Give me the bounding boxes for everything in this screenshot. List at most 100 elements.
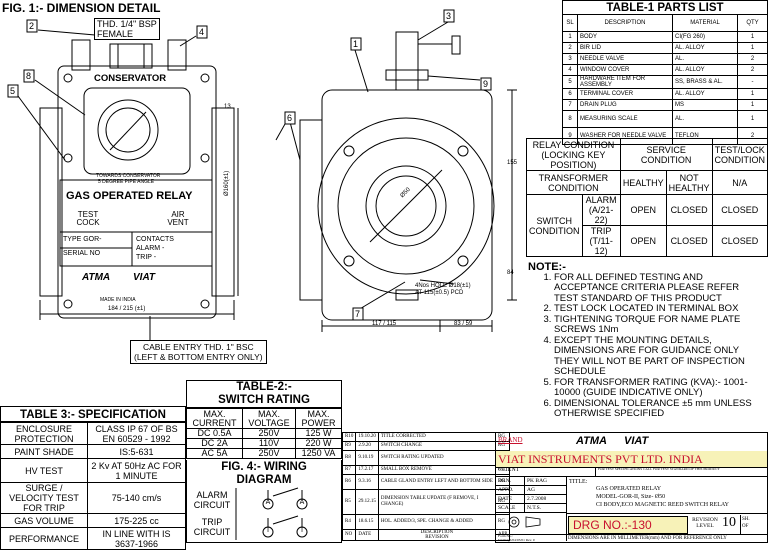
trip-circuit-label: TRIP CIRCUIT: [193, 517, 231, 537]
switch-rating-title-1: TABLE-2:-: [236, 381, 292, 393]
cell: TITLE CORRECTED: [377, 432, 496, 442]
appd-value: AG: [527, 487, 535, 493]
dim-155: 155: [507, 160, 518, 166]
holes-note-1: 4Nos HOLE Ø18(±1): [415, 283, 471, 289]
fig1-title: FIG. 1:- DIMENSION DETAIL: [2, 1, 161, 15]
company-name: VIAT INSTRUMENTS PVT LTD. INDIA: [498, 452, 703, 466]
cell: BODY: [577, 31, 673, 43]
cell: 220 W: [295, 438, 342, 449]
side-left-flange: [299, 119, 323, 301]
revision-level-value: 10: [722, 515, 736, 530]
relay-condition-header: RELAY CONDITION (LOCKING KEY POSITION): [526, 138, 621, 171]
cell: CI(FG 260): [672, 31, 738, 43]
dimensions-note: DIMENSIONS ARE IN MILLIMETER(mm) AND FOR…: [568, 536, 727, 541]
brand-label: BRAND: [498, 436, 523, 444]
air-vent-label: AIR VENT: [167, 210, 189, 227]
cell: 9.10.19: [355, 450, 379, 466]
cell: HV TEST: [0, 458, 88, 483]
switch-rating-table: MAX. CURRENT MAX. VOLTAGE MAX. POWER DC …: [186, 408, 342, 459]
sheet-of-label: OF: [742, 524, 749, 529]
cell: GAS VOLUME: [0, 513, 88, 528]
balloon-label-8: 8: [26, 71, 32, 81]
cell: AL. ALLOY: [672, 88, 738, 100]
parts-header-description: DESCRIPTION: [577, 14, 673, 32]
cell: ENCLOSURE PROTECTION: [0, 422, 88, 445]
cell: 1: [737, 42, 768, 54]
trip-label: TRIP (T/11-12): [581, 225, 621, 257]
title-block: BRAND ATMA VIAT VIAT INSTRUMENTS PVT LTD…: [495, 432, 768, 543]
cell: 17.2.17: [355, 465, 379, 475]
cell: MEASURING SCALE: [577, 110, 673, 128]
trip-test-lock: CLOSED: [711, 225, 768, 257]
divider: [566, 513, 767, 514]
cell: -: [737, 75, 768, 89]
dim-13: 13: [224, 104, 231, 110]
cell: DC 2A: [186, 438, 243, 449]
cell: CLASS IP 67 OF BS EN 60529 - 1992: [87, 422, 186, 445]
drn-value: PK BAG: [527, 478, 548, 484]
rev-desc-label: DESCRIPTION: [420, 530, 454, 536]
drg-no-box: DRG NO.:-130: [568, 516, 688, 534]
note-item-4: EXCEPT THE MOUNTING DETAILS, DIMENSIONS …: [554, 335, 764, 378]
trip-term-t1: T: [265, 527, 271, 534]
cell: R10: [341, 432, 357, 442]
holes-note: 4Nos HOLE Ø18(±1) AT 115(±0.5) PCD: [415, 283, 471, 297]
spec-title: TABLE 3:- SPECIFICATION: [0, 406, 186, 422]
sheet-label: SH.: [742, 517, 750, 522]
alarm-label: ALARM (A/21-22): [581, 194, 621, 226]
title-lines: GAS OPERATED RELAY MODEL-GOR-II, Size- Ø…: [596, 485, 729, 509]
cell: 2: [737, 53, 768, 65]
cell: 175-225 cc: [87, 513, 186, 528]
cell: AL. ALLOY: [672, 42, 738, 54]
viat-brand-logo: VIAT: [624, 435, 649, 447]
relay-condition-table: RELAY CONDITION (LOCKING KEY POSITION) S…: [526, 138, 768, 257]
cell: 2 Kv AT 50Hz AC FOR 1 MINUTE: [87, 458, 186, 483]
rev-col-no: NO: [341, 529, 357, 541]
balloon-label-7: 7: [355, 309, 361, 319]
width-dimension: 184 / 215 (±1): [108, 306, 146, 312]
cell: PAINT SHADE: [0, 444, 88, 459]
drn-row: DRN.PK BAG: [496, 477, 566, 486]
conservator-label: CONSERVATOR: [94, 73, 167, 84]
cell: R9: [341, 441, 357, 451]
cell: 1: [737, 88, 768, 100]
cell: 2: [737, 64, 768, 76]
relay-name-label: GAS OPERATED RELAY: [66, 190, 193, 202]
trip-term-t2: T: [299, 527, 305, 534]
atma-brand-logo: ATMA: [576, 435, 607, 447]
contacts-label: CONTACTS: [136, 236, 174, 243]
cell: 9.3.16: [355, 474, 379, 490]
cell: 6: [562, 88, 578, 100]
cell: HOL. ADDED/3, SPE. CHANGE & ADDED: [377, 514, 496, 530]
window-frame: [83, 87, 191, 175]
made-in-india-label: MADE IN INDIA: [100, 297, 136, 303]
company-note: FOR TEST SPECIFICATIONS CALL FOR TEST ST…: [596, 467, 767, 477]
title-label: TITLE:: [569, 479, 588, 485]
divider: [496, 534, 767, 535]
trip-service-unhealthy: CLOSED: [665, 225, 713, 257]
transformer-condition-label: TRANSFORMER CONDITION: [526, 170, 621, 195]
wiring-title: FIG. 4:- WIRING DIAGRAM: [186, 461, 342, 487]
cell: 5: [562, 75, 578, 89]
title-line-3: CI BODY,ECO MAGNETIC REED SWITCH RELAY: [596, 502, 730, 508]
cell: R7: [341, 465, 357, 475]
cell: 7: [562, 99, 578, 111]
dim-bore: Ø50: [399, 186, 412, 200]
viat-logo: VIAT: [133, 272, 156, 283]
wiring-title-1: FIG. 4:- WIRING: [221, 461, 307, 473]
cell: R8: [341, 450, 357, 466]
cell: 1: [737, 110, 768, 128]
